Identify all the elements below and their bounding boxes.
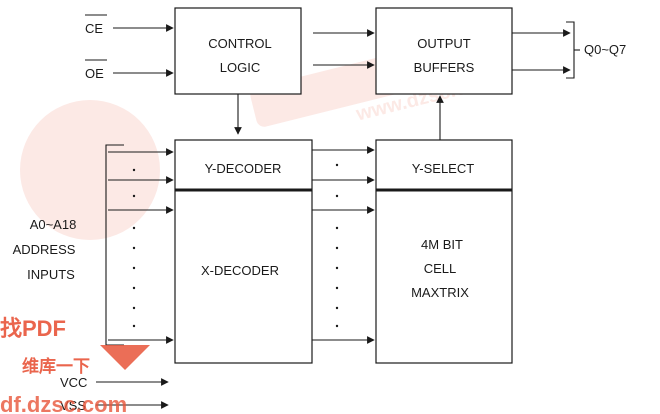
control-logic-line1: CONTROL: [208, 36, 272, 51]
cell-line2: CELL: [424, 261, 457, 276]
q0-q7-label: Q0~Q7: [584, 42, 626, 57]
output-buffers-line2: BUFFERS: [414, 60, 475, 75]
output-buffers-line1: OUTPUT: [417, 36, 471, 51]
vss-label: VSS: [60, 398, 86, 413]
decoder-array-ellipsis-dots: [335, 163, 339, 328]
address-ellipsis-dots: [132, 168, 136, 328]
address-label-3: INPUTS: [27, 267, 75, 282]
control-logic-block: [174, 7, 302, 95]
x-decoder-label: X-DECODER: [201, 263, 279, 278]
watermark-url: df.dzsc.com: [0, 392, 127, 414]
cell-line3: MAXTRIX: [411, 285, 469, 300]
address-label-2: ADDRESS: [13, 242, 76, 257]
memory-array-block: [375, 139, 513, 364]
ce-label: CE: [85, 21, 103, 36]
watermark-badge-sub: 维库一下: [22, 356, 90, 376]
control-logic-line2: LOGIC: [220, 60, 260, 75]
output-buffers-block: [375, 7, 513, 95]
oe-label: OE: [85, 66, 104, 81]
y-decoder-label: Y-DECODER: [205, 161, 282, 176]
watermark-arrow-icon: [100, 345, 150, 370]
watermark-badge-text: 找PDF: [0, 316, 66, 341]
address-label-1: A0~A18: [30, 217, 77, 232]
decoder-block: [174, 139, 313, 364]
vcc-label: VCC: [60, 375, 87, 390]
watermark-badge: 找PDF 维库一下 df.dzsc.com: [0, 316, 150, 414]
cell-line1: 4M BIT: [421, 237, 463, 252]
y-select-label: Y-SELECT: [412, 161, 474, 176]
